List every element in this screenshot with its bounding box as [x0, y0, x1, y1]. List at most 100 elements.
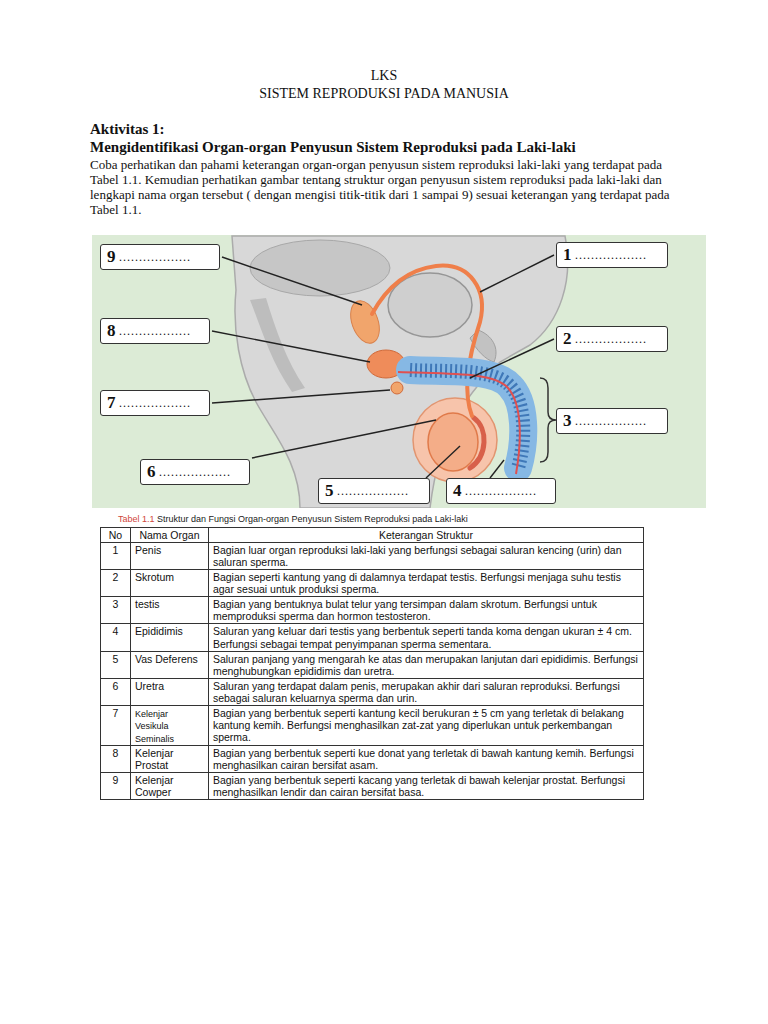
organ-name: Epididimis: [135, 625, 183, 637]
row-number: 9: [113, 774, 119, 786]
leader-line: [480, 255, 554, 292]
leader-line: [470, 339, 554, 378]
answer-blank: ………………: [575, 248, 647, 263]
column-header: Keterangan Struktur: [379, 529, 473, 541]
organ-table: NoNama OrganKeterangan Struktur1PenisBag…: [100, 527, 644, 800]
table-cell: Uretra: [130, 678, 208, 705]
table-cell: Kelenjar Prostat: [130, 745, 208, 772]
table-cell: Bagian yang bentuknya bulat telur yang t…: [208, 597, 643, 624]
table-number: Tabel 1.1: [118, 514, 155, 524]
table-cell: No: [101, 528, 131, 543]
callout-number: 6: [147, 462, 156, 482]
answer-blank: ………………: [119, 250, 191, 265]
organ-description: Saluran yang terdapat dalam penis, merup…: [213, 680, 620, 704]
table-cell: Bagian luar organ reproduksi laki-laki y…: [208, 543, 643, 570]
urethra: [398, 372, 520, 474]
row-number: 3: [113, 598, 119, 610]
column-header: Nama Organ: [139, 529, 199, 541]
answer-blank: ………………: [575, 414, 647, 429]
activity-heading: Aktivitas 1:: [90, 121, 165, 138]
organ-name: Skrotum: [135, 571, 174, 583]
spine-shape: [250, 298, 305, 392]
erectile-tissue: [410, 370, 523, 468]
callout-number: 2: [563, 329, 572, 349]
table-cell: Saluran panjang yang mengarah ke atas da…: [208, 651, 643, 678]
table-row: 5Vas DeferensSaluran panjang yang mengar…: [101, 651, 644, 678]
organ-name: Uretra: [135, 680, 164, 692]
organ-description: Bagian yang berbentuk seperti kue donat …: [213, 747, 634, 771]
table-cell: 9: [101, 772, 131, 799]
answer-blank: ………………: [159, 465, 231, 480]
table-cell: Nama Organ: [130, 528, 208, 543]
table-cell: 2: [101, 570, 131, 597]
row-number: 7: [113, 707, 119, 719]
table-cell: 7: [101, 705, 131, 745]
row-number: 6: [113, 680, 119, 692]
table-row: 1 Penis Bagian luar organ reproduksi laki-…: [101, 543, 644, 570]
organ-name: Kelenjar Vesikula Seminalis: [135, 709, 174, 744]
organ-name: Penis: [135, 544, 161, 556]
table-cell: 6: [101, 678, 131, 705]
callout-box: 8………………: [100, 318, 210, 344]
leader-line: [252, 420, 436, 458]
table-cell: Bagian yang berbentuk seperti kantung ke…: [208, 705, 643, 745]
callout-number: 8: [107, 321, 116, 341]
body-silhouette: [232, 236, 568, 508]
callout-number: 7: [107, 393, 116, 413]
organ-description: Bagian seperti kantung yang di dalamnya …: [213, 571, 621, 595]
table-row: 4EpididimisSaluran yang keluar dari test…: [101, 624, 644, 651]
answer-blank: ………………: [465, 484, 537, 499]
callout-number: 1: [563, 245, 572, 265]
scrotum: [413, 398, 497, 482]
table-cell: Kelenjar Cowper: [130, 772, 208, 799]
bracket: [540, 378, 556, 462]
table-cell: Epididimis: [130, 624, 208, 651]
table-cell: Bagian yang berbentuk seperti kacang yan…: [208, 772, 643, 799]
table-row: 7 Kelenjar Vesikula Seminalis Bagian yang …: [101, 705, 644, 745]
answer-blank: ………………: [575, 332, 647, 347]
organ-name: Kelenjar Prostat: [135, 747, 174, 771]
row-number: 5: [113, 653, 119, 665]
callout-box: 1………………: [556, 242, 668, 268]
callout-box: 6………………: [140, 459, 250, 485]
leader-line: [426, 446, 460, 478]
callout-box: 9………………: [100, 244, 220, 270]
page-subtitle: SISTEM REPRODUKSI PADA MANUSIA: [0, 86, 768, 102]
diagram-panel: 9………………1………………8………………2………………7………………3……………: [92, 235, 706, 508]
table-row: 6 Uretra Saluran yang terdapat dalam penis…: [101, 678, 644, 705]
page-title: LKS: [0, 68, 768, 84]
organ-description: Bagian yang berbentuk seperti kantung ke…: [213, 707, 624, 743]
vas-deferens: [372, 266, 482, 416]
epididymis: [470, 418, 484, 468]
penis-shaft: [410, 370, 523, 468]
leader-line: [490, 460, 504, 478]
testis: [428, 413, 478, 471]
callout-box: 4………………: [446, 478, 556, 504]
table-cell: Bagian yang berbentuk seperti kue donat …: [208, 745, 643, 772]
callout-box: 5………………: [318, 478, 430, 504]
callout-number: 4: [453, 481, 462, 501]
table-cell: 4: [101, 624, 131, 651]
leader-line: [212, 331, 370, 362]
table-cell: Keterangan Struktur: [208, 528, 643, 543]
callout-box: 2………………: [556, 326, 668, 352]
table-row: 8Kelenjar Prostat Bagian yang berbentuk s…: [101, 745, 644, 772]
table-cell: 1: [101, 543, 131, 570]
leader-line: [212, 390, 390, 403]
table-cell: Skrotum: [130, 570, 208, 597]
callout-number: 5: [325, 481, 334, 501]
row-number: 1: [113, 544, 119, 556]
table-cell: testis: [130, 597, 208, 624]
section-heading: Mengidentifikasi Organ-organ Penyusun Si…: [90, 139, 710, 156]
panel-ground: [92, 235, 706, 508]
answer-blank: ………………: [337, 484, 409, 499]
organ-description: Saluran panjang yang mengarah ke atas da…: [213, 653, 638, 677]
table-cell: 8: [101, 745, 131, 772]
callout-number: 3: [563, 411, 572, 431]
callout-number: 9: [107, 247, 116, 267]
bladder: [388, 273, 472, 337]
table-row: 2 Skrotum Bagian seperti kantung yang di d…: [101, 570, 644, 597]
organ-description: Bagian luar organ reproduksi laki-laki y…: [213, 544, 622, 568]
table-row: 3 testisBagian yang bentuknya bulat telur…: [101, 597, 644, 624]
row-number: 4: [113, 625, 119, 637]
